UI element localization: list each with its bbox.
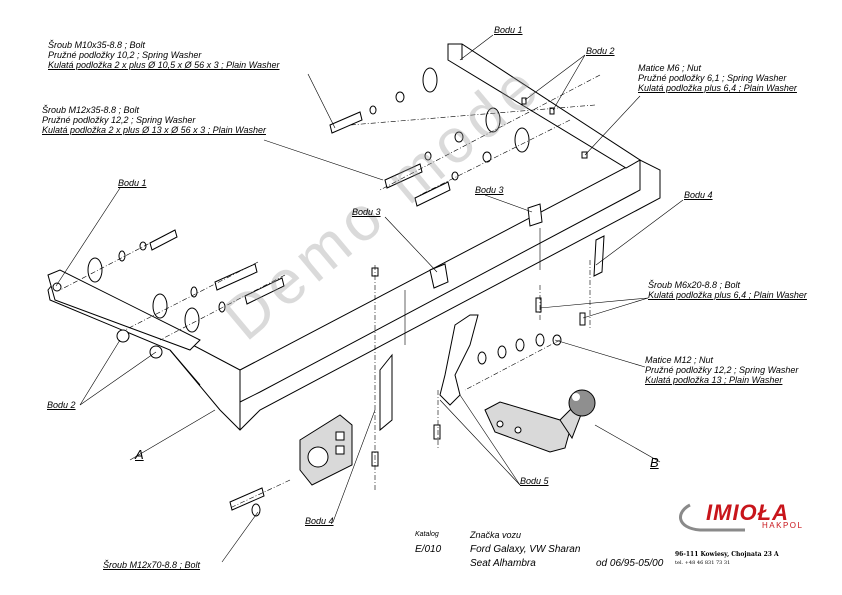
brand-address: 96-111 Kowiesy, Chojnata 23 A (675, 551, 779, 558)
brand-tel: tel. +48 46 831 73 31 (675, 560, 731, 566)
left-side-bracket (47, 269, 201, 359)
cars-line1: Ford Galaxy, VW Sharan (470, 544, 581, 555)
label-bodu4-right: Bodu 4 (684, 190, 713, 200)
leader-lines (55, 34, 684, 563)
cars-line2: Seat Alhambra (470, 558, 536, 569)
tow-ball-arm (439, 314, 596, 453)
callout-m12-nut: Matice M12 ; Nut Pružné podložky 12,2 ; … (645, 355, 799, 385)
period: od 06/95-05/00 (596, 558, 664, 569)
katalog-value: E/010 (415, 544, 442, 555)
label-bodu1-left: Bodu 1 (118, 178, 147, 188)
callout-m6-bolt: Šroub M6x20-8.8 ; Bolt Kulatá podložka p… (648, 280, 807, 300)
callout-m10-bolt: Šroub M10x35-8.8 ; Bolt Pružné podložky … (48, 40, 280, 70)
brand-sub: HAKPOL (762, 521, 804, 530)
logo-swoosh (679, 503, 745, 532)
callout-m6-nut: Matice M6 ; Nut Pružné podložky 6,1 ; Sp… (638, 63, 797, 93)
callout-m12-bolt: Šroub M12x35-8.8 ; Bolt Pružné podložky … (42, 105, 266, 135)
cross-beam (47, 159, 661, 431)
label-bodu2-left: Bodu 2 (47, 400, 76, 410)
callout-m12x70-bolt: Šroub M12x70-8.8 ; Bolt (103, 560, 201, 570)
label-bodu3-mid: Bodu 3 (352, 207, 381, 217)
katalog-label: Katalog (415, 531, 439, 538)
label-a: A (135, 447, 144, 462)
znacka-label: Značka vozu (470, 530, 522, 540)
socket-plate (299, 414, 353, 486)
label-bodu3-center: Bodu 3 (475, 185, 504, 195)
left-fasteners (87, 229, 285, 333)
center-brackets (379, 203, 605, 432)
brand-logo: IMIOŁA (706, 500, 789, 525)
right-side-bracket (447, 43, 641, 169)
label-bodu4-bottom: Bodu 4 (305, 516, 334, 526)
label-bodu1-top: Bodu 1 (494, 25, 523, 35)
label-bodu5: Bodu 5 (520, 476, 549, 486)
label-bodu2-top: Bodu 2 (586, 46, 615, 56)
label-b: B (650, 455, 659, 470)
